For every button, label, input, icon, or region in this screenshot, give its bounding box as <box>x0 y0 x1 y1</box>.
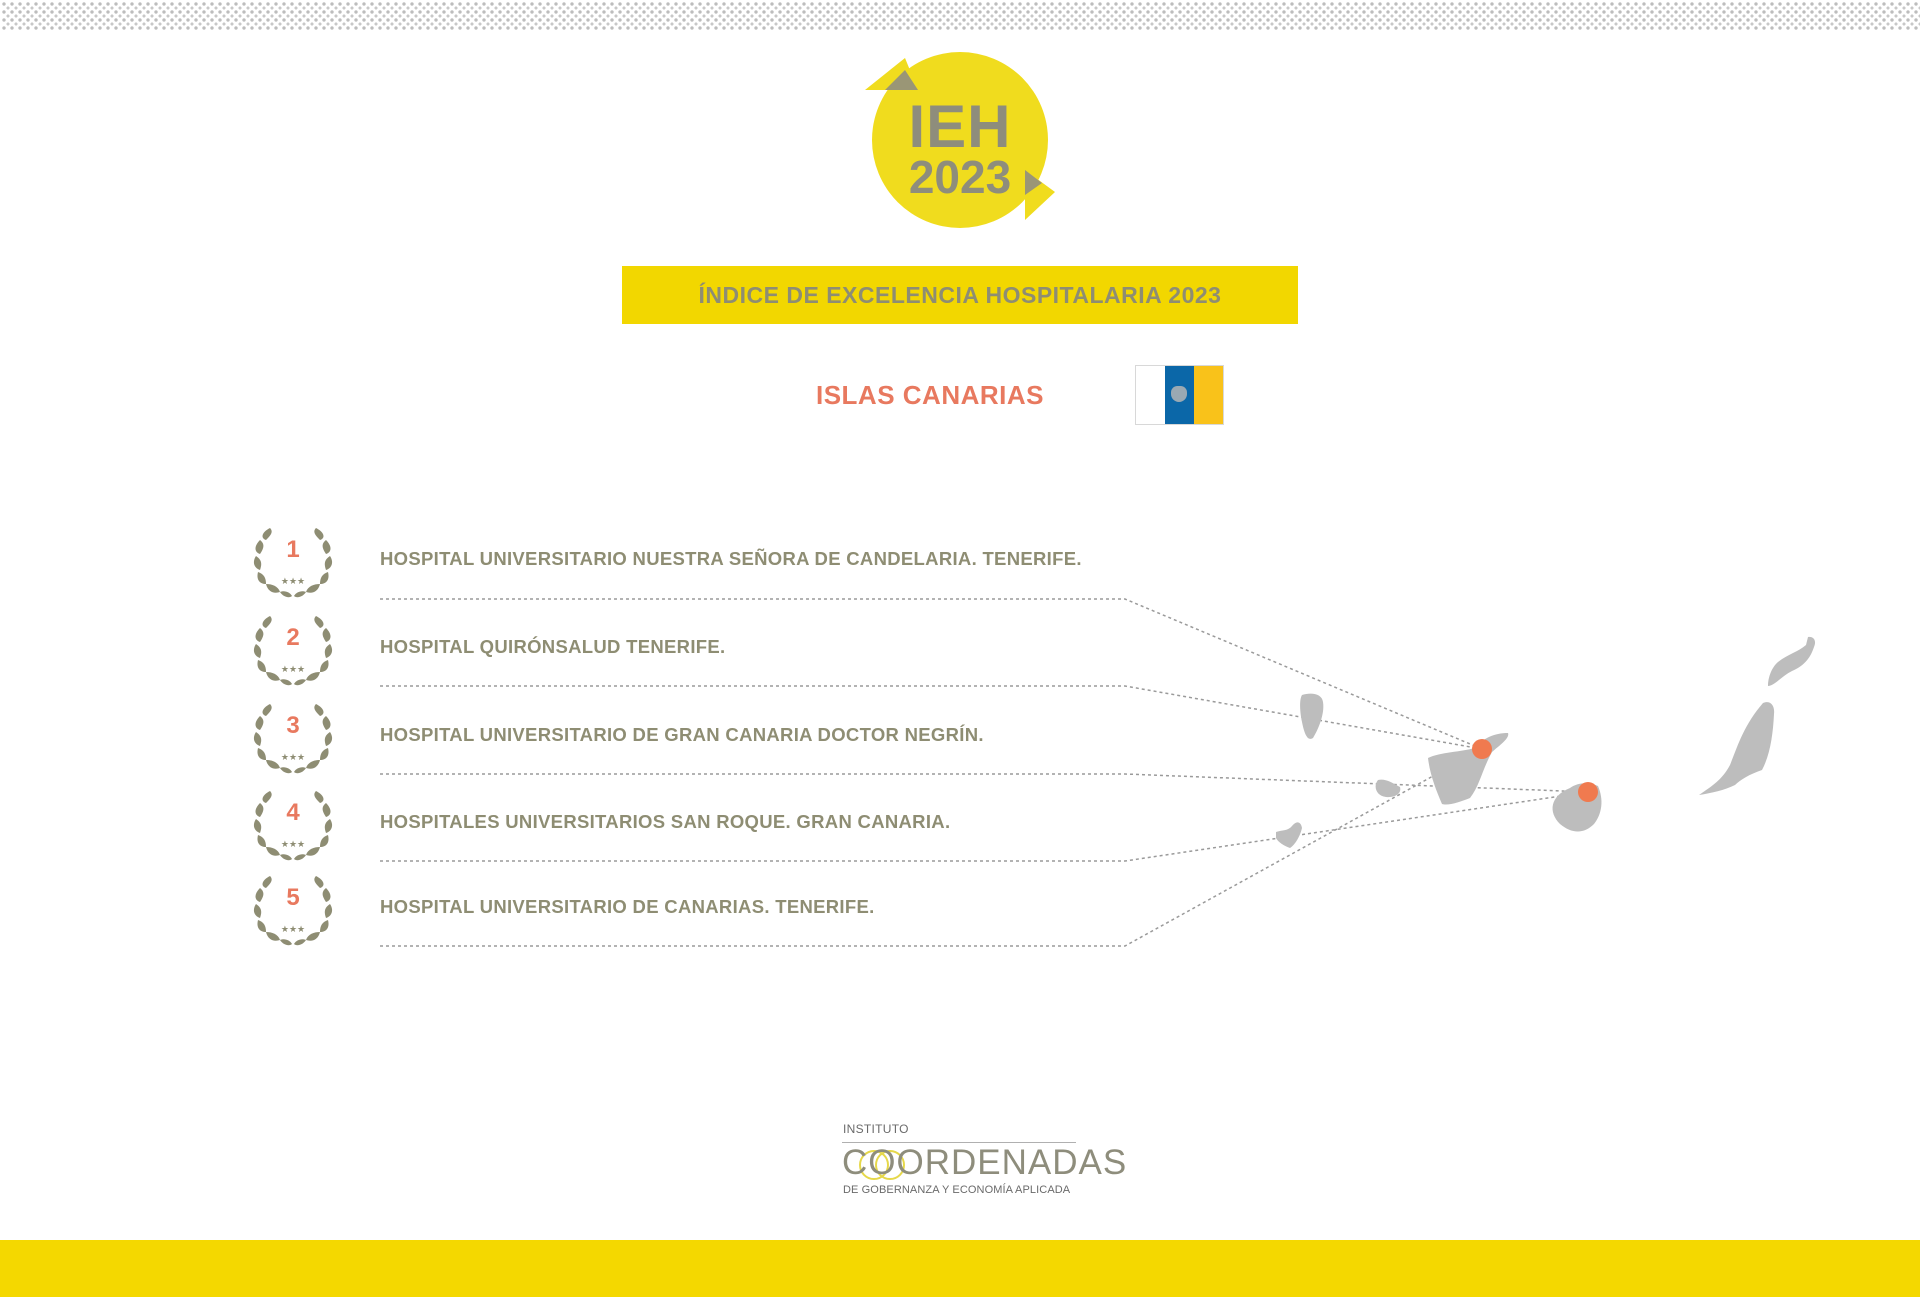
laurel-wreath-icon: ★★★ <box>253 528 333 598</box>
footer-yellow-band <box>0 1240 1920 1297</box>
svg-text:★★★: ★★★ <box>281 664 305 674</box>
svg-text:★★★: ★★★ <box>281 924 305 934</box>
interlocked-rings-icon <box>859 1150 905 1180</box>
rank-number: 4 <box>286 799 300 826</box>
hospital-name: HOSPITAL UNIVERSITARIO DE GRAN CANARIA D… <box>380 724 984 745</box>
island-el-hierro <box>1276 822 1302 848</box>
institute-label: INSTITUTO <box>843 1122 909 1136</box>
hospital-name: HOSPITALES UNIVERSITARIOS SAN ROQUE. GRA… <box>380 811 951 832</box>
ranking-row: ★★★ 2 HOSPITAL QUIRÓNSALUD TENERIFE. <box>250 608 1370 688</box>
island-la-gomera <box>1375 779 1401 798</box>
island-fuerteventura <box>1699 702 1775 795</box>
svg-text:★★★: ★★★ <box>281 839 305 849</box>
ranking-row: ★★★ 5 HOSPITAL UNIVERSITARIO DE CANARIAS… <box>250 868 1370 948</box>
hospital-markers <box>1472 739 1598 802</box>
institute-name: COORDENADAS <box>842 1143 1128 1182</box>
logo-acronym: IEH <box>908 93 1012 160</box>
ieh-logo: IEH 2023 <box>860 50 1060 240</box>
svg-text:★★★: ★★★ <box>281 576 305 586</box>
laurel-wreath-icon: ★★★ <box>253 704 333 774</box>
decorative-dot-band-offset <box>4 4 1920 30</box>
islands <box>1276 636 1816 848</box>
island-lanzarote <box>1768 636 1816 686</box>
rank-number: 1 <box>286 536 300 563</box>
ranking-row: ★★★ 3 HOSPITAL UNIVERSITARIO DE GRAN CAN… <box>250 696 1370 776</box>
marker-gran-canaria <box>1578 782 1598 802</box>
ranking-row: ★★★ 4 HOSPITALES UNIVERSITARIOS SAN ROQU… <box>250 783 1370 863</box>
page-title: ÍNDICE DE EXCELENCIA HOSPITALARIA 2023 <box>698 281 1222 308</box>
ranking-row: ★★★ 1 HOSPITAL UNIVERSITARIO NUESTRA SEÑ… <box>250 520 1370 600</box>
marker-tenerife <box>1472 739 1492 759</box>
hospital-name: HOSPITAL UNIVERSITARIO NUESTRA SEÑORA DE… <box>380 548 1082 569</box>
coordenadas-logo: INSTITUTO COORDENADAS DE GOBERNANZA Y EC… <box>842 1120 1126 1200</box>
laurel-wreath-icon: ★★★ <box>253 791 333 861</box>
connector-lines <box>380 598 1589 947</box>
hospital-name: HOSPITAL QUIRÓNSALUD TENERIFE. <box>380 636 726 657</box>
laurel-wreath-icon: ★★★ <box>253 876 333 946</box>
logo-circle-icon <box>865 52 1055 228</box>
coat-of-arms-icon <box>1171 386 1187 402</box>
institute-subtitle: DE GOBERNANZA Y ECONOMÍA APLICADA <box>843 1184 1071 1196</box>
title-banner: ÍNDICE DE EXCELENCIA HOSPITALARIA 2023 <box>622 266 1298 324</box>
region-title: ISLAS CANARIAS <box>815 380 1044 410</box>
svg-text:★★★: ★★★ <box>281 752 305 762</box>
rank-number: 3 <box>286 712 300 739</box>
logo-divider <box>842 1142 1076 1143</box>
laurel-wreath-icon: ★★★ <box>253 616 333 686</box>
rank-number: 5 <box>286 884 300 911</box>
canary-islands-flag-icon <box>1135 365 1224 425</box>
rank-number: 2 <box>286 624 300 651</box>
logo-year: 2023 <box>908 151 1012 203</box>
island-la-palma <box>1300 693 1324 739</box>
hospital-name: HOSPITAL UNIVERSITARIO DE CANARIAS. TENE… <box>380 896 875 917</box>
